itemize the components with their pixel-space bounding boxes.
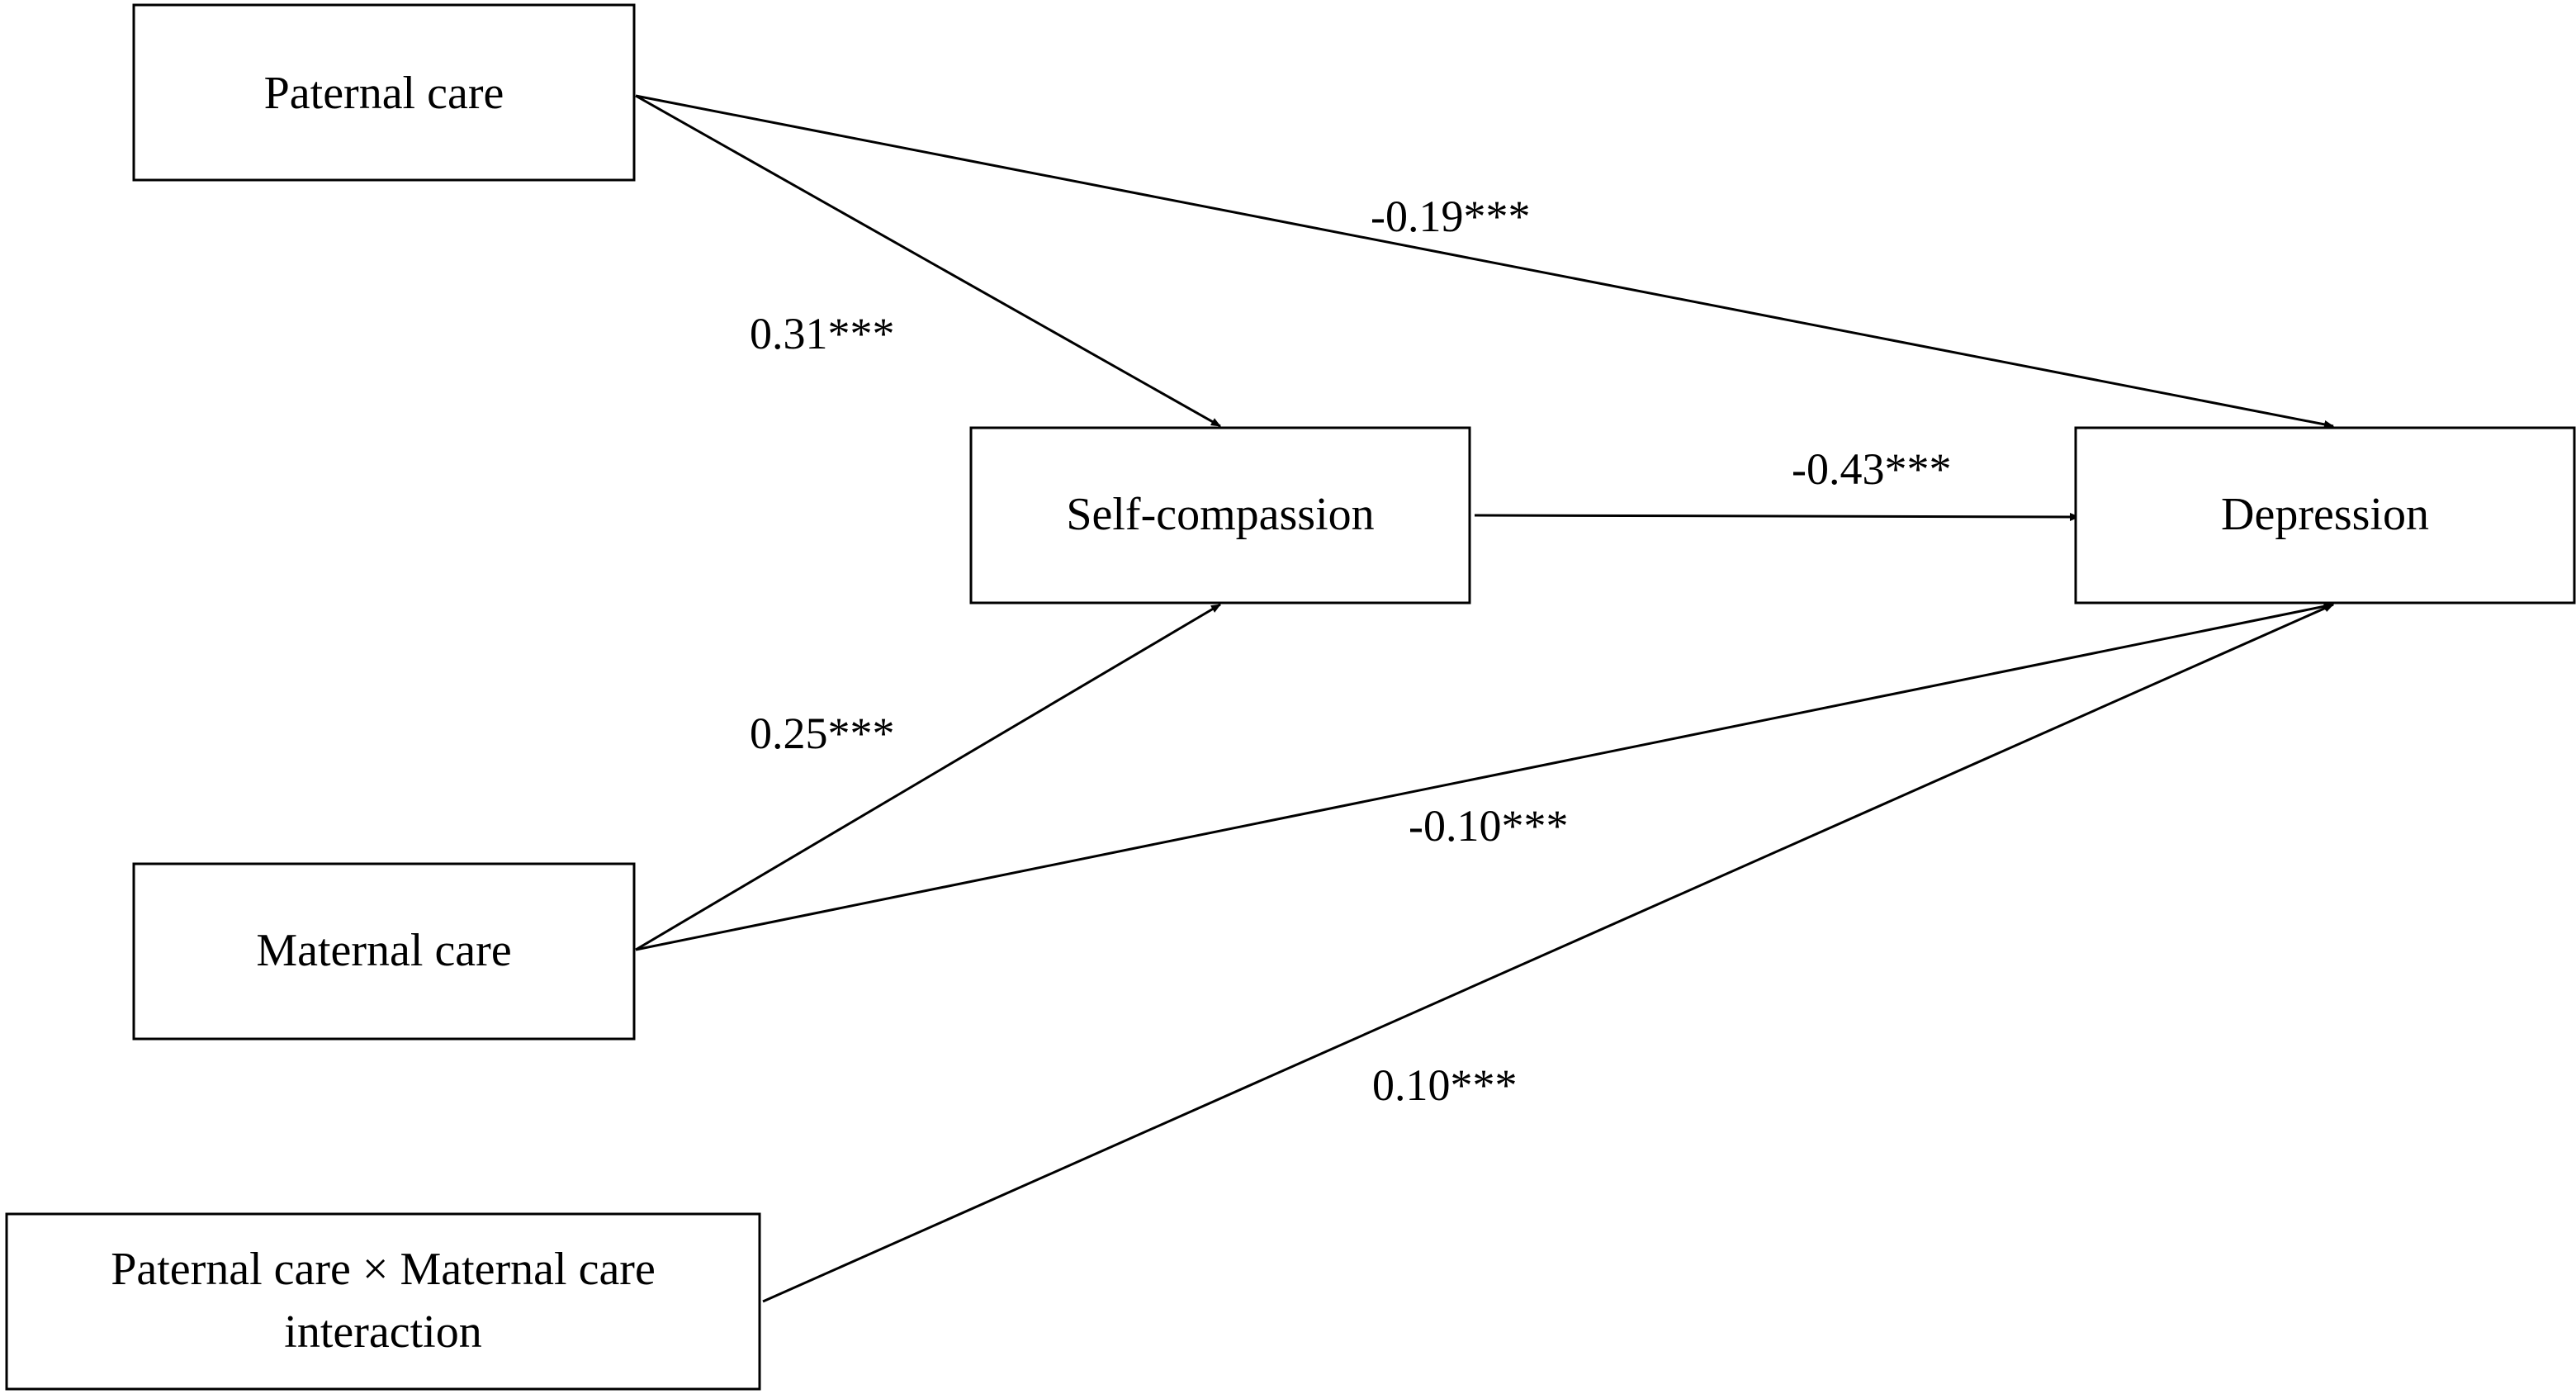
node-self-compassion: Self-compassion xyxy=(969,426,1471,605)
edge-labels: 0.31*** -0.19*** -0.43*** 0.25*** -0.10*… xyxy=(750,192,1951,1110)
label-maternal-to-self-compassion: 0.25*** xyxy=(750,709,895,758)
node-depression-label: Depression xyxy=(2221,489,2429,540)
node-paternal-care-label: Paternal care xyxy=(264,68,504,119)
node-self-compassion-label: Self-compassion xyxy=(1066,489,1374,540)
node-depression: Depression xyxy=(2074,426,2576,605)
label-interaction-to-depression: 0.10*** xyxy=(1372,1060,1518,1110)
edge-maternal-to-self-compassion xyxy=(635,603,1221,951)
node-interaction-label-line1: Paternal care × Maternal care xyxy=(111,1244,656,1295)
node-interaction: Paternal care × Maternal care interactio… xyxy=(5,1212,761,1391)
node-paternal-care: Paternal care xyxy=(132,3,636,182)
edges xyxy=(635,94,2334,1303)
edge-interaction-to-depression xyxy=(762,603,2334,1303)
edge-paternal-to-self-compassion xyxy=(635,94,1221,428)
node-interaction-label-line2: interaction xyxy=(284,1306,481,1358)
label-paternal-to-self-compassion: 0.31*** xyxy=(750,309,895,358)
node-maternal-care: Maternal care xyxy=(132,862,636,1041)
label-maternal-to-depression: -0.10*** xyxy=(1409,801,1568,851)
edge-maternal-to-depression xyxy=(635,602,2334,951)
edge-self-compassion-to-depression xyxy=(1474,512,2080,521)
node-maternal-care-label: Maternal care xyxy=(256,925,511,976)
label-paternal-to-depression: -0.19*** xyxy=(1371,192,1530,241)
edge-paternal-to-depression xyxy=(635,94,2334,429)
label-self-compassion-to-depression: -0.43*** xyxy=(1792,444,1951,494)
